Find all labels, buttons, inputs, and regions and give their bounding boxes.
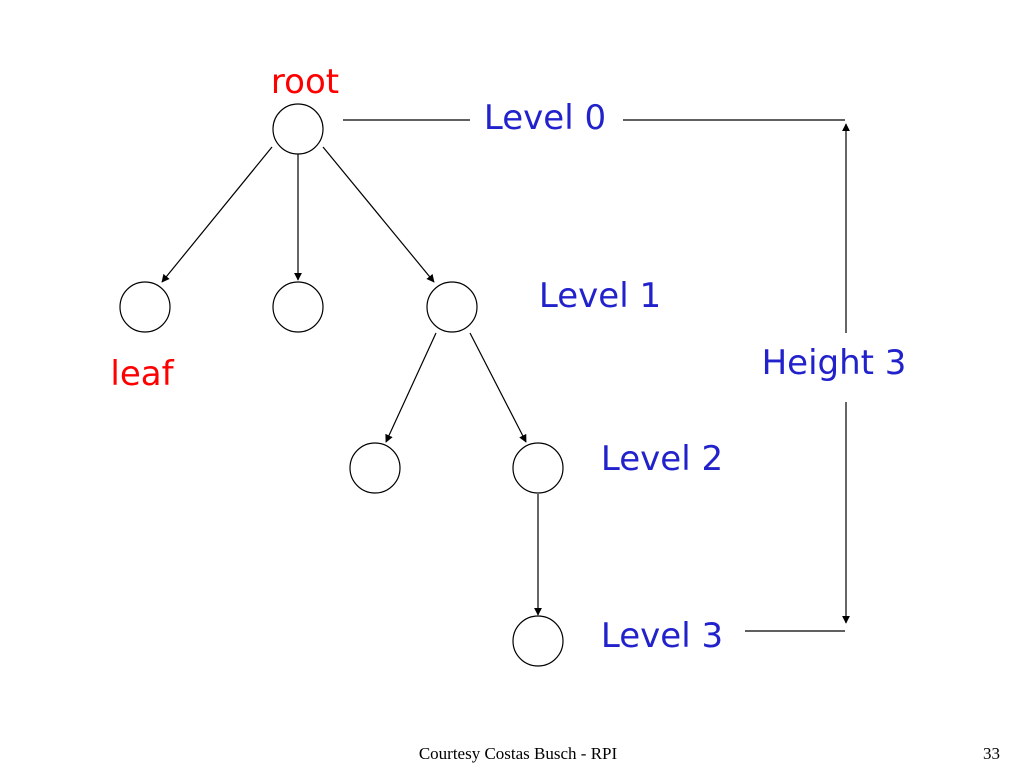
tree-node-level3 (512, 615, 564, 667)
level-1-label: Level 1 (539, 276, 661, 316)
level-0-label: Level 0 (484, 98, 606, 138)
edge-level1-to-right-child (469, 332, 527, 443)
tree-node-level2-left (349, 442, 401, 494)
tree-node-level2-right (512, 442, 564, 494)
level-2-label: Level 2 (601, 439, 723, 479)
height-label: Height 3 (762, 343, 907, 383)
tree-node-level1-right (426, 281, 478, 333)
edge-root-to-right-child (322, 146, 435, 283)
page-number: 33 (983, 744, 1000, 763)
footer-credit: Courtesy Costas Busch - RPI (419, 744, 618, 763)
edge-level1-to-left-child (385, 332, 437, 443)
tree-node-root (272, 103, 324, 155)
root-label: root (271, 62, 339, 102)
tree-node-leaf (119, 281, 171, 333)
level-3-label: Level 3 (601, 616, 723, 656)
leaf-label: leaf (110, 354, 174, 394)
tree-node-level1-middle (272, 281, 324, 333)
edge-root-to-leaf (161, 146, 273, 283)
